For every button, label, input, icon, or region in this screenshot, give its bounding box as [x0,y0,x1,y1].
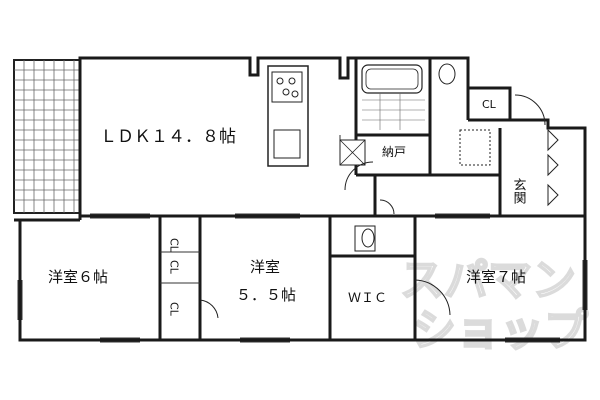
closet-label-bedroom55: CL [168,302,181,317]
watermark-line1: スパマン [400,255,576,306]
watermark-line2: ショップ [412,305,588,356]
ldk-label: ＬＤＫ１４．８帖 [100,127,236,147]
storage-label: 納戸 [382,145,406,159]
closet-label-bedroom6-b: CL [168,260,181,275]
doors [199,94,546,319]
watermark: スパマン ショップ [399,254,589,357]
entrance-steps [547,128,559,207]
bedroom-6-label: 洋室６帖 [48,268,108,286]
bedroom-55-label-line2: ５．５帖 [236,286,296,304]
bedroom-55-label-line1: 洋室 [250,258,280,276]
closet-label-bedroom6-a: CL [168,238,181,253]
balcony [13,59,81,214]
interior-walls [80,58,585,340]
windows [17,213,588,343]
storage-box [339,139,366,166]
kitchen [267,65,309,167]
wic-label: ＷＩＣ [348,291,387,306]
entrance-label: 玄関 [511,178,527,205]
bedroom-7-label: 洋室７帖 [466,268,526,286]
closet-label-top-right: CL [482,98,497,111]
bath [354,63,491,252]
